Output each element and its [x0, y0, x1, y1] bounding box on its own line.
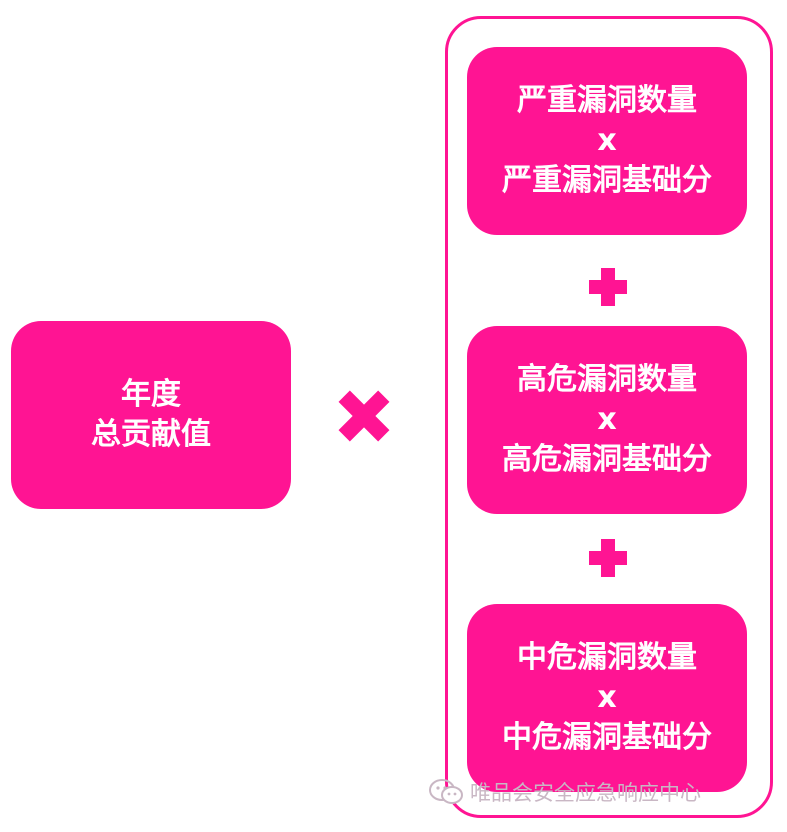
critical-count-label: 严重漏洞数量	[517, 83, 697, 118]
multiply-icon	[338, 390, 390, 442]
critical-base-score-label: 严重漏洞基础分	[502, 163, 712, 198]
critical-multiply-label: x	[597, 123, 617, 158]
left-box-line-2: 总贡献值	[91, 417, 211, 452]
wechat-icon	[429, 779, 463, 804]
annual-total-contribution-box: 年度 总贡献值	[11, 321, 291, 509]
medium-count-label: 中危漏洞数量	[517, 640, 697, 675]
watermark-text: 唯品会安全应急响应中心	[470, 781, 701, 805]
high-base-score-label: 高危漏洞基础分	[502, 442, 712, 477]
high-vulnerability-box: 高危漏洞数量 x 高危漏洞基础分	[467, 326, 747, 514]
medium-multiply-label: x	[597, 680, 617, 715]
high-multiply-label: x	[597, 402, 617, 437]
left-box-line-1: 年度	[121, 377, 181, 412]
plus-icon	[589, 539, 627, 577]
medium-base-score-label: 中危漏洞基础分	[502, 720, 712, 755]
critical-vulnerability-box: 严重漏洞数量 x 严重漏洞基础分	[467, 47, 747, 235]
watermark: 唯品会安全应急响应中心	[428, 777, 701, 807]
vulnerability-score-group	[445, 16, 773, 818]
plus-icon	[589, 268, 627, 306]
high-count-label: 高危漏洞数量	[517, 362, 697, 397]
medium-vulnerability-box: 中危漏洞数量 x 中危漏洞基础分	[467, 604, 747, 792]
